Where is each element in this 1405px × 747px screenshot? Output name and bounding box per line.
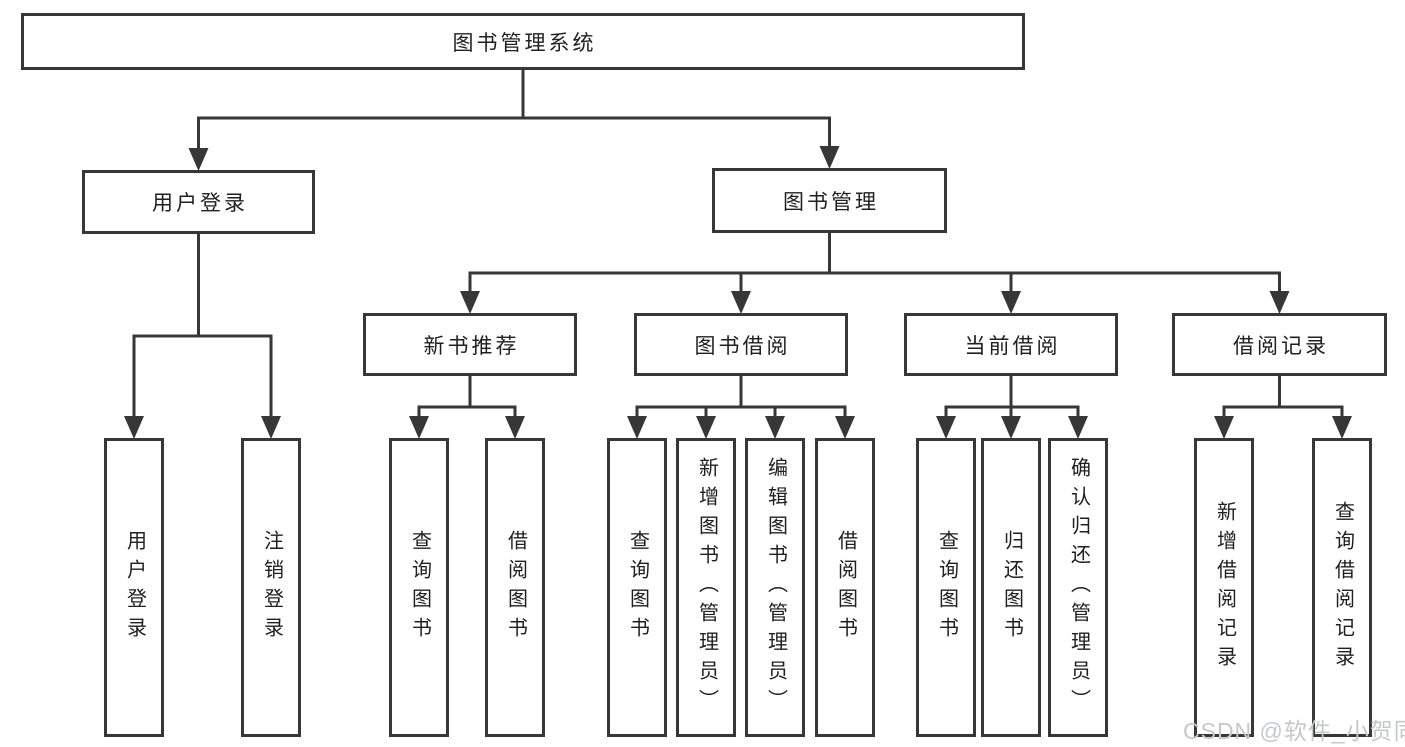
node-label: 用户登录 <box>123 529 146 646</box>
node-label: 借阅图书 <box>834 529 857 646</box>
node-borrowing-records: 借阅记录 <box>1172 313 1387 376</box>
node-label: 注销登录 <box>260 529 283 646</box>
node-library-management-system: 图书管理系统 <box>21 13 1025 70</box>
leaf-query-books-recommend: 查询图书 <box>389 438 449 737</box>
node-label: 当前借阅 <box>964 334 1061 358</box>
leaf-query-books-current: 查询图书 <box>916 438 976 737</box>
node-new-book-recommendation: 新书推荐 <box>363 313 577 376</box>
node-current-borrowing: 当前借阅 <box>904 313 1118 376</box>
node-user-login: 用户登录 <box>82 170 315 234</box>
node-book-management: 图书管理 <box>712 168 947 233</box>
node-label: 查询图书 <box>408 529 431 646</box>
leaf-add-borrow-record: 新增借阅记录 <box>1194 438 1254 737</box>
leaf-add-book-admin: 新增图书（管理员） <box>676 438 736 737</box>
node-label: 新书推荐 <box>423 334 520 358</box>
node-label: 新增借阅记录 <box>1213 500 1236 675</box>
node-label: 确认归还（管理员） <box>1067 457 1090 718</box>
node-label: 查询图书 <box>935 529 958 646</box>
node-label: 用户登录 <box>152 192 248 215</box>
node-label: 查询图书 <box>626 529 649 646</box>
leaf-return-books: 归还图书 <box>981 438 1041 737</box>
node-label: 借阅记录 <box>1233 334 1329 358</box>
node-label: 图书管理 <box>783 190 879 214</box>
leaf-user-login: 用户登录 <box>104 438 164 737</box>
leaf-borrow-books-recommend: 借阅图书 <box>485 438 545 737</box>
node-label: 图书管理系统 <box>452 31 597 55</box>
leaf-logout: 注销登录 <box>241 438 301 737</box>
leaf-query-books-borrowing: 查询图书 <box>607 438 667 737</box>
node-label: 编辑图书（管理员） <box>764 457 787 718</box>
node-label: 查询借阅记录 <box>1331 500 1354 675</box>
node-label: 借阅图书 <box>504 529 527 646</box>
node-book-borrowing: 图书借阅 <box>634 313 848 376</box>
node-label: 图书借阅 <box>694 334 791 358</box>
node-label: 新增图书（管理员） <box>695 457 718 718</box>
watermark: CSDN @软件_小贺同学 <box>1183 718 1405 744</box>
node-label: 归还图书 <box>1000 529 1023 646</box>
leaf-borrow-books: 借阅图书 <box>815 438 875 737</box>
leaf-confirm-return-admin: 确认归还（管理员） <box>1048 438 1108 737</box>
leaf-edit-book-admin: 编辑图书（管理员） <box>745 438 805 737</box>
leaf-query-borrow-record: 查询借阅记录 <box>1312 438 1372 737</box>
